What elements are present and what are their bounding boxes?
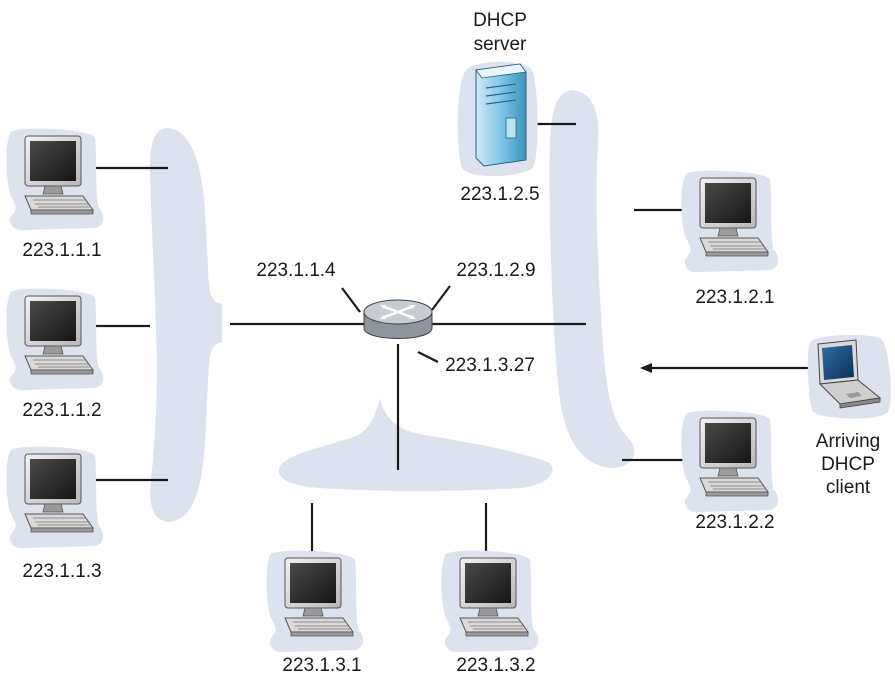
host-223-1-2-2: 223.1.2.2 xyxy=(681,410,779,533)
desktop-computer-icon xyxy=(441,550,539,653)
arriving-dhcp-client: Arriving DHCP client xyxy=(807,334,891,498)
client-label-line2: DHCP xyxy=(821,454,875,475)
server-address-label: 223.1.2.5 xyxy=(460,184,539,205)
host-223-1-3-2: 223.1.3.2 xyxy=(441,550,539,676)
lan-223-1-1 xyxy=(150,128,222,522)
host-223-1-1-3: 223.1.1.3 xyxy=(6,446,104,582)
router-interface-left-label: 223.1.1.4 xyxy=(256,260,336,281)
router-icon xyxy=(363,299,433,339)
desktop-computer-icon xyxy=(6,128,104,231)
host-address-label: 223.1.1.3 xyxy=(22,561,101,582)
server-tower-icon xyxy=(457,61,538,177)
dhcp-server: DHCP server 223.1.2.5 xyxy=(457,10,540,205)
host-address-label: 223.1.2.1 xyxy=(695,287,774,308)
client-label-line3: client xyxy=(826,477,871,498)
host-223-1-2-1: 223.1.2.1 xyxy=(681,170,779,308)
server-title-line2: server xyxy=(474,34,527,55)
host-223-1-3-1: 223.1.3.1 xyxy=(266,550,364,676)
lan-223-1-2 xyxy=(549,90,635,468)
laptop-icon xyxy=(807,334,891,419)
host-223-1-1-2: 223.1.1.2 xyxy=(6,288,104,421)
desktop-computer-icon xyxy=(681,410,779,513)
desktop-computer-icon xyxy=(6,446,104,549)
desktop-computer-icon xyxy=(681,170,779,273)
client-label-line1: Arriving xyxy=(816,431,880,452)
lan-223-1-3 xyxy=(278,398,553,491)
host-address-label: 223.1.3.1 xyxy=(282,655,361,676)
host-address-label: 223.1.1.1 xyxy=(22,240,101,261)
desktop-computer-icon xyxy=(266,550,364,653)
host-223-1-1-1: 223.1.1.1 xyxy=(6,128,104,261)
host-address-label: 223.1.1.2 xyxy=(22,400,101,421)
server-title-line1: DHCP xyxy=(473,10,527,31)
host-address-label: 223.1.2.2 xyxy=(695,512,774,533)
desktop-computer-icon xyxy=(6,288,104,391)
router: 223.1.1.4 223.1.2.9 223.1.3.27 xyxy=(256,260,535,376)
router-interface-bottom-label: 223.1.3.27 xyxy=(445,355,535,376)
host-address-label: 223.1.3.2 xyxy=(456,655,535,676)
router-interface-right-label: 223.1.2.9 xyxy=(456,260,535,281)
